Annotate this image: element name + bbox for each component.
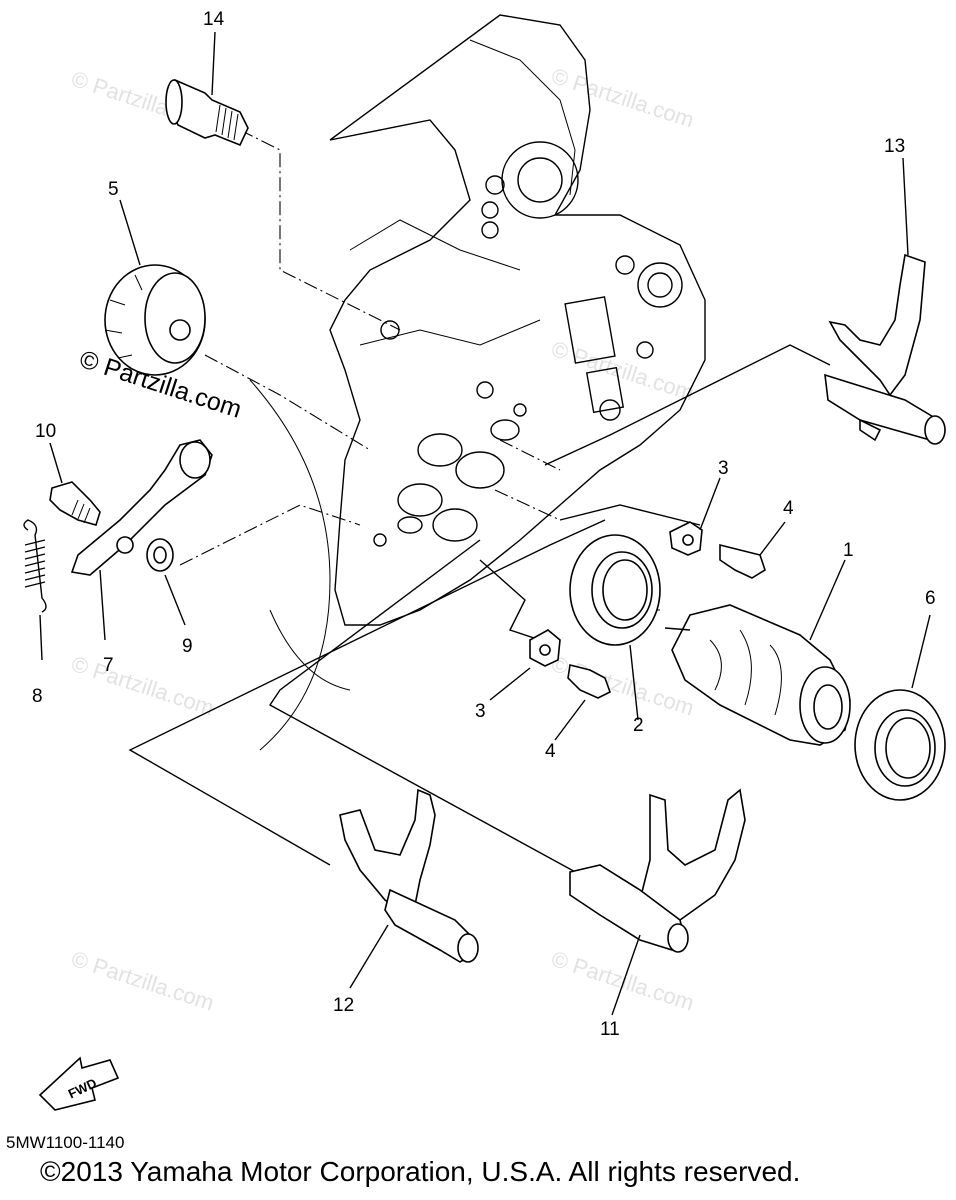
callout-4-upper: 4 — [783, 498, 794, 519]
callout-8: 8 — [32, 686, 43, 707]
callout-3-lower: 3 — [475, 701, 486, 722]
watermark: © Partzilla.com — [548, 651, 697, 721]
callout-11: 11 — [600, 1019, 620, 1040]
part-shift-fork-12 — [339, 788, 479, 963]
callout-10: 10 — [35, 421, 56, 442]
callout-12: 12 — [333, 995, 354, 1016]
callout-13: 13 — [884, 136, 905, 157]
callout-5: 5 — [108, 179, 119, 200]
part-bearing-2 — [569, 534, 661, 646]
callout-7: 7 — [103, 655, 114, 676]
leader-lines — [39, 31, 931, 1016]
fwd-arrow-icon: FWD — [38, 1056, 120, 1111]
callout-6: 6 — [925, 588, 936, 609]
copyright-notice: ©2013 Yamaha Motor Corporation, U.S.A. A… — [40, 1156, 801, 1187]
callout-14: 14 — [203, 9, 225, 30]
part-stopper-lower — [529, 629, 611, 699]
diagram-code: 5MW1100-1140 — [6, 1133, 125, 1152]
part-spring — [23, 519, 47, 613]
assembly-lines — [128, 129, 831, 881]
callout-1: 1 — [843, 540, 854, 561]
watermark: © Partzilla.com — [68, 946, 217, 1016]
part-bearing-6 — [854, 689, 946, 801]
callout-9: 9 — [182, 636, 193, 657]
watermark: © Partzilla.com — [68, 651, 217, 721]
part-shift-lever — [70, 439, 213, 576]
part-stopper-upper — [669, 521, 766, 579]
part-shift-fork-11 — [569, 788, 746, 953]
part-washer — [146, 538, 174, 572]
crankcase — [249, 14, 706, 751]
callout-2: 2 — [633, 715, 644, 736]
part-segment — [104, 264, 206, 376]
part-stud-bolt — [165, 78, 249, 147]
callout-3-upper: 3 — [718, 458, 729, 479]
watermark: © Partzilla.com — [548, 946, 697, 1016]
watermark: © Partzilla.com — [548, 63, 697, 133]
watermark: © Partzilla.com — [548, 336, 697, 406]
callout-4-lower: 4 — [545, 741, 556, 762]
part-bolt-10 — [49, 481, 101, 526]
callouts: 14 5 13 10 8 7 9 3 4 1 6 3 4 2 12 11 — [32, 9, 936, 1040]
part-shift-drum — [664, 604, 851, 746]
part-shift-fork-upper — [824, 253, 947, 445]
